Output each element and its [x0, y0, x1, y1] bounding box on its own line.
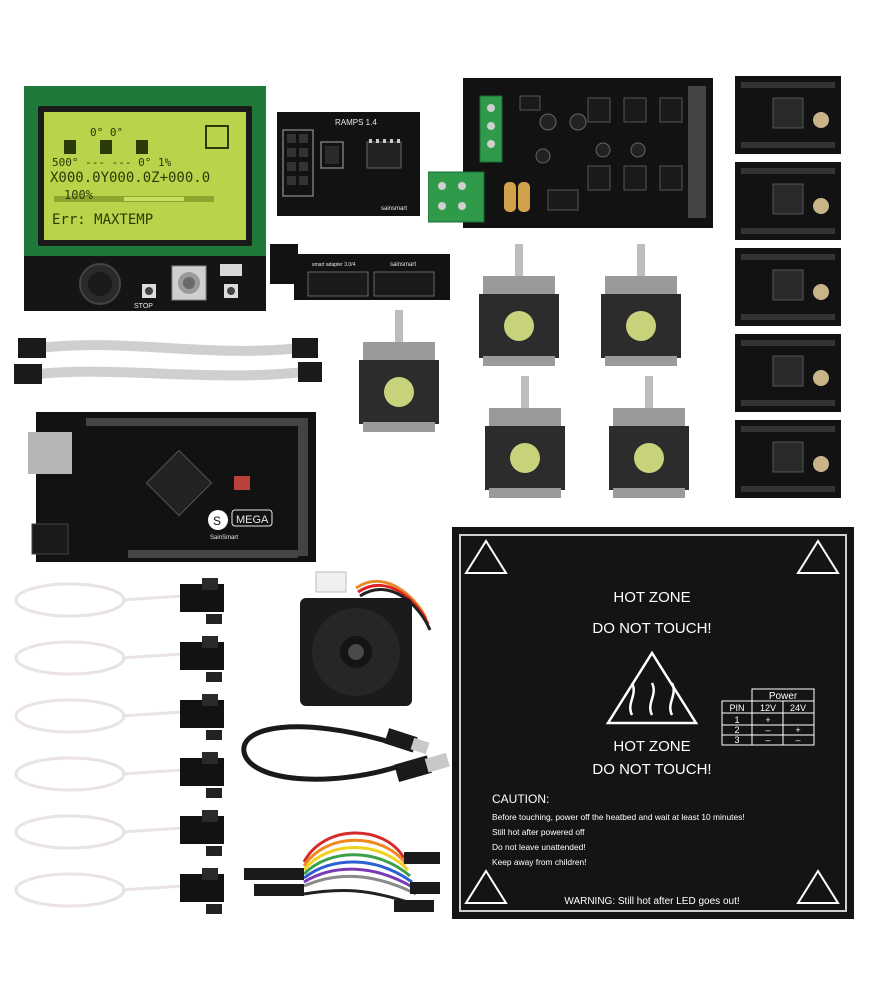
endstop-2	[14, 634, 226, 684]
ramps-adapter-title: RAMPS 1.4	[335, 118, 377, 127]
stepper-driver-4	[735, 334, 841, 412]
caution-line-4: Keep away from children!	[492, 857, 587, 867]
power-row-2-pin: 2	[734, 725, 739, 735]
mega-model: MEGA	[236, 514, 269, 526]
power-table-title: Power	[769, 691, 798, 702]
power-table: Power PIN 12V 24V 1 + 2 – + 3 – –	[721, 688, 815, 746]
power-header-24v: 24V	[790, 703, 806, 713]
power-row-1-pin: 1	[734, 715, 739, 725]
hot-zone-bottom: HOT ZONE	[613, 738, 690, 755]
endstop-switches	[12, 574, 234, 922]
stepper-driver-2	[735, 162, 841, 240]
endstop-4	[14, 750, 226, 800]
ramps-adapter-board: RAMPS 1.4 sainsmart	[277, 112, 420, 216]
power-row-2-24v: +	[795, 725, 800, 735]
arduino-mega-board: S MEGA SainSmart	[28, 412, 320, 562]
stepper-motor-2	[601, 244, 681, 366]
power-header-12v: 12V	[760, 703, 776, 713]
endstop-3	[14, 692, 226, 742]
caution-line-1: Before touching, power off the heatbed a…	[492, 812, 745, 822]
ribbon-cables	[8, 332, 324, 390]
power-header-pin: PIN	[729, 703, 744, 713]
lcd-status-icons	[64, 125, 229, 154]
power-row-2-12v: –	[765, 725, 770, 735]
lcd-row-4: 100%	[64, 188, 94, 202]
stepper-driver-3	[735, 248, 841, 326]
hot-surface-warning-icon	[605, 650, 699, 725]
ramps-adapter-brand: sainsmart	[381, 206, 407, 212]
caution-line-2: Still hot after powered off	[492, 827, 585, 837]
lcd-row-3: X000.0Y000.0Z+000.0	[50, 170, 210, 186]
stepper-motor-5	[609, 376, 689, 498]
power-row-3-pin: 3	[734, 735, 739, 745]
endstop-5	[14, 808, 226, 858]
do-not-touch-bottom: DO NOT TOUCH!	[592, 761, 711, 778]
stop-label: STOP	[134, 303, 153, 310]
lcd-smart-adapter: smart adapter 3.0/4 sainsmart	[270, 244, 450, 310]
lcd-row-5: Err: MAXTEMP	[52, 212, 153, 228]
stepper-motor-3	[359, 310, 439, 432]
hot-zone-top: HOT ZONE	[613, 589, 690, 606]
stepper-driver-5	[735, 420, 841, 498]
ramps-shield	[428, 78, 713, 228]
stepper-motor-4	[485, 376, 565, 498]
usb-cable	[240, 712, 450, 800]
lcd-row-1: 0° 0°	[90, 126, 123, 139]
corner-warning-icons	[464, 539, 840, 904]
do-not-touch-top: DO NOT TOUCH!	[592, 620, 711, 637]
mega-logo-icon: S	[213, 514, 221, 528]
lcd-controller: 0° 0° 500° --- --- 0° 1% X000.0Y000.0Z+0…	[24, 86, 266, 311]
lcd-adapter-label: smart adapter 3.0/4	[312, 262, 356, 268]
power-row-3-12v: –	[765, 735, 770, 745]
heatbed: HOT ZONE DO NOT TOUCH! HOT ZONE DO NOT T…	[452, 527, 854, 919]
caution-line-3: Do not leave unattended!	[492, 842, 586, 852]
cooling-fan	[296, 568, 436, 710]
endstop-6	[14, 866, 226, 916]
power-row-3-24v: –	[795, 735, 800, 745]
lcd-row-2: 500° --- --- 0° 1%	[52, 156, 172, 169]
stepper-driver-stack	[735, 76, 843, 500]
stepper-motor-1	[479, 244, 559, 366]
caution-title: CAUTION:	[492, 792, 549, 806]
stepper-driver-1	[735, 76, 841, 154]
heatbed-warning: WARNING: Still hot after LED goes out!	[564, 896, 739, 907]
stepper-motors	[355, 244, 710, 504]
power-row-1-12v: +	[765, 715, 770, 725]
lcd-adapter-brand: sainsmart	[390, 262, 416, 268]
endstop-1	[14, 576, 226, 626]
dupont-jumper-wires	[244, 818, 444, 928]
mega-brand: SainSmart	[210, 535, 238, 541]
